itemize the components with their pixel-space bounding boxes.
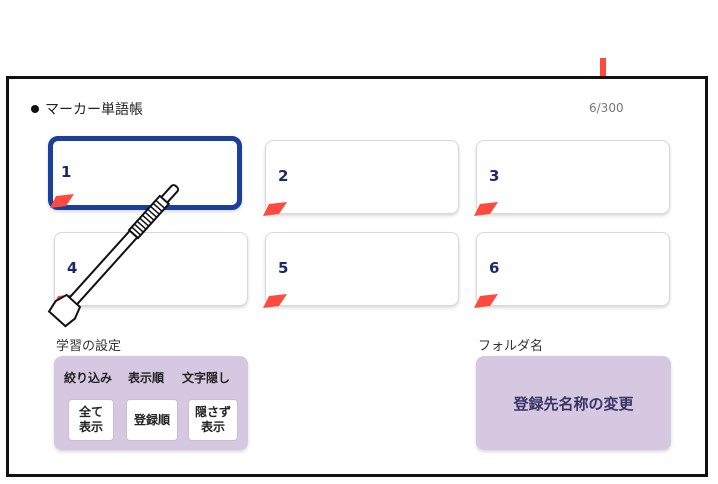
card-number: 4 [67, 259, 78, 277]
card-1[interactable]: 1 [48, 136, 242, 210]
app-screen: マーカー単語帳 6/300 1 2 3 4 5 6 学習の設定 絞り込み 表示順… [6, 76, 708, 477]
red-marker-flag-icon [263, 294, 287, 308]
card-3[interactable]: 3 [474, 140, 670, 216]
card-number: 6 [489, 259, 500, 277]
card-number: 1 [61, 163, 72, 181]
hide-text-heading: 文字隠し [182, 371, 231, 385]
folder-label: フォルダ名 [478, 339, 544, 354]
red-marker-flag-icon [52, 294, 76, 308]
bullet-icon [31, 105, 39, 113]
card-5[interactable]: 5 [263, 232, 459, 308]
card-number: 3 [489, 167, 500, 185]
page-title-text: マーカー単語帳 [45, 102, 143, 118]
red-marker-flag-icon [263, 202, 287, 216]
card-number: 5 [278, 259, 289, 277]
red-marker-flag-icon [474, 202, 498, 216]
order-button[interactable]: 登録順 [126, 399, 178, 441]
filter-heading: 絞り込み [64, 371, 113, 385]
card-counter: 6/300 [589, 101, 624, 115]
order-heading: 表示順 [128, 371, 165, 385]
settings-label: 学習の設定 [56, 339, 122, 354]
settings-panel: 絞り込み 表示順 文字隠し 全て 表示 登録順 隠さず 表示 [54, 356, 248, 450]
rename-destination-button[interactable]: 登録先名称の変更 [476, 356, 671, 450]
card-number: 2 [278, 167, 289, 185]
hide-text-button[interactable]: 隠さず 表示 [188, 399, 238, 441]
red-marker-flag-icon [474, 294, 498, 308]
red-marker-flag-icon [50, 194, 74, 208]
card-4[interactable]: 4 [52, 232, 248, 308]
card-2[interactable]: 2 [263, 140, 459, 216]
filter-button[interactable]: 全て 表示 [68, 399, 114, 441]
page-title: マーカー単語帳 [31, 99, 143, 119]
card-6[interactable]: 6 [474, 232, 670, 308]
